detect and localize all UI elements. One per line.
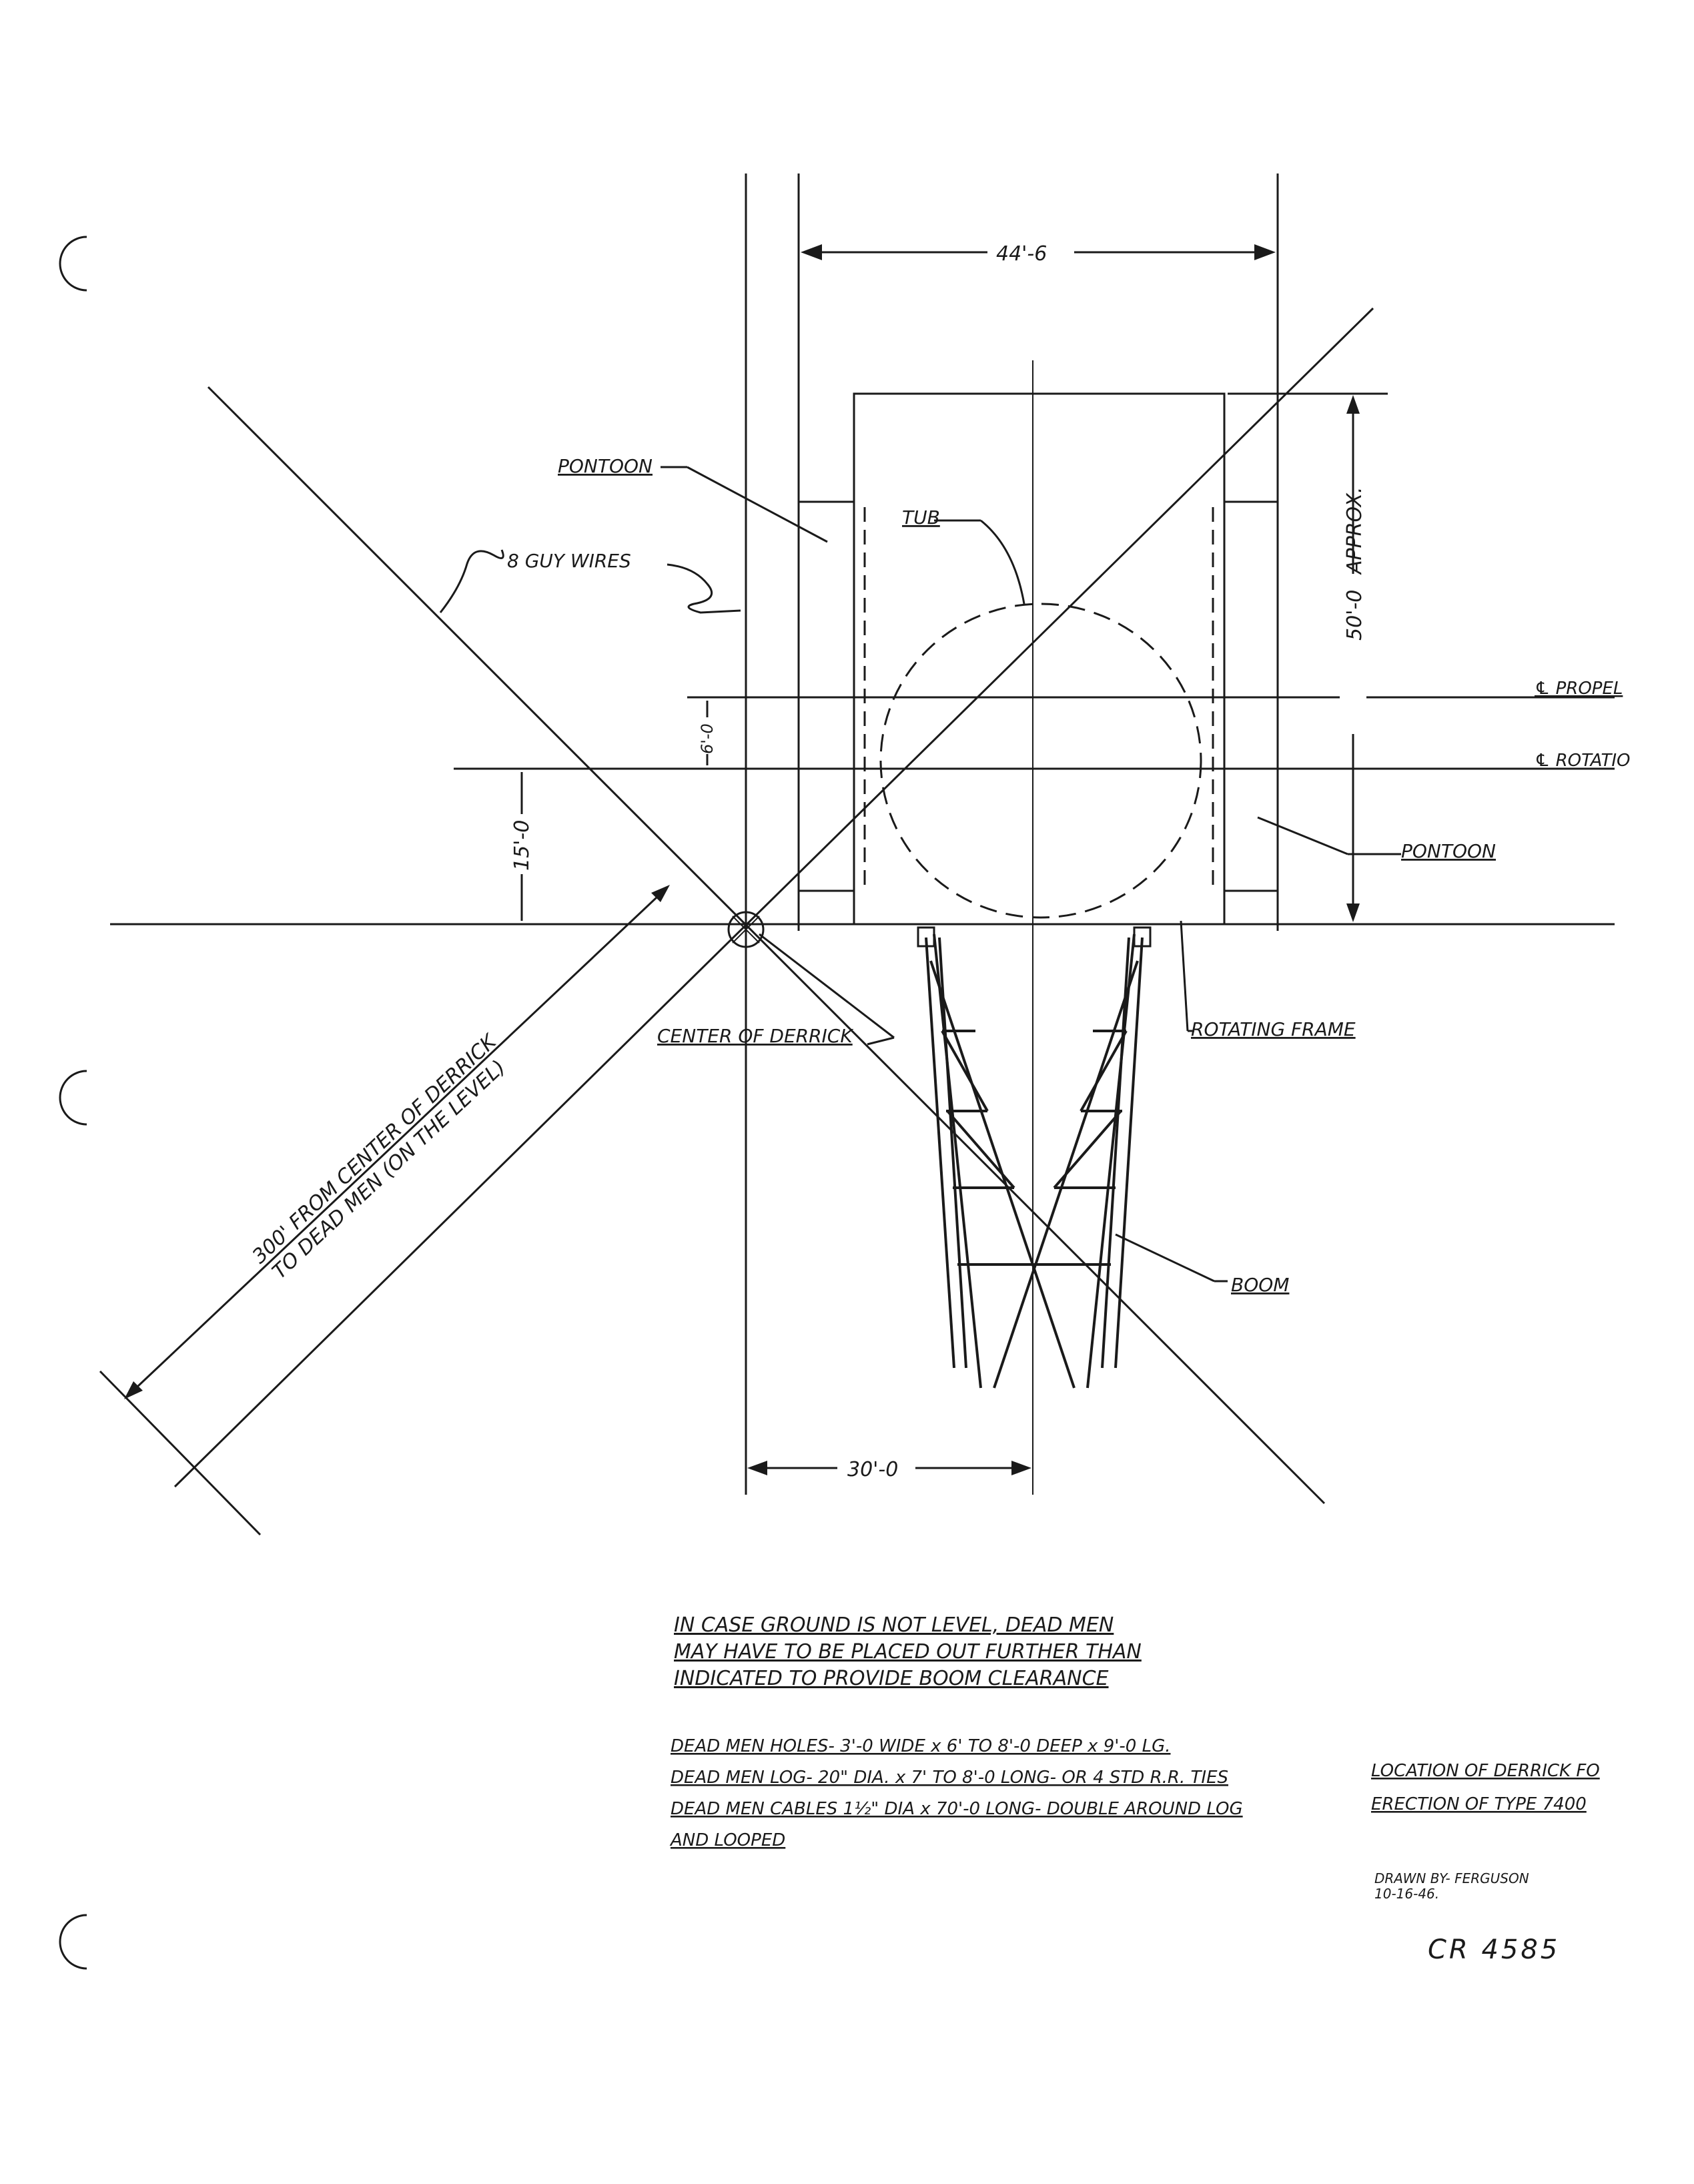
dimension-30-0: 30'-0 <box>747 1458 1031 1481</box>
dim-44-6-label: 44'-6 <box>996 242 1047 266</box>
pontoon-left-label: PONTOON <box>558 455 653 477</box>
guy-wire-squiggles <box>439 549 741 614</box>
tub-label: TUB <box>902 506 940 528</box>
center-of-derrick-marker <box>727 911 765 948</box>
dim-30-0-label: 30'-0 <box>847 1458 898 1481</box>
pontoon-right-label: PONTOON <box>1401 840 1496 862</box>
ground-note-line1: IN CASE GROUND IS NOT LEVEL, DEAD MEN <box>674 1613 1114 1637</box>
ground-note: IN CASE GROUND IS NOT LEVEL, DEAD MEN MA… <box>674 1613 1142 1690</box>
dimension-300 <box>99 885 670 1536</box>
dimension-50-0: 50'-0 APPROX. <box>1340 395 1366 922</box>
guy-wires-label: 8 GUY WIRES <box>507 550 631 572</box>
dimension-6-0: 6'-0 <box>697 701 717 765</box>
diag-note-line1: 300' FROM CENTER OF DERRICK <box>248 1029 502 1268</box>
deadmen-note-line2: DEAD MEN LOG- 20" DIA. x 7' TO 8'-0 LONG… <box>671 1768 1228 1788</box>
propel-label: ℄ PROPEL <box>1535 679 1623 699</box>
ground-note-line3: INDICATED TO PROVIDE BOOM CLEARANCE <box>674 1667 1109 1690</box>
boom-lattice <box>925 934 1144 1389</box>
title-line1: LOCATION OF DERRICK FO <box>1371 1761 1600 1781</box>
title-block: LOCATION OF DERRICK FO ERECTION OF TYPE … <box>1371 1761 1600 1965</box>
drawn-date: 10-16-46. <box>1374 1886 1439 1902</box>
dimension-15-0: 15'-0 <box>508 772 535 921</box>
deadmen-note-line4: AND LOOPED <box>669 1830 785 1850</box>
title-line2: ERECTION OF TYPE 7400 <box>1371 1794 1587 1814</box>
ground-note-line2: MAY HAVE TO BE PLACED OUT FURTHER THAN <box>674 1640 1142 1664</box>
deadmen-note: DEAD MEN HOLES- 3'-0 WIDE x 6' TO 8'-0 D… <box>669 1736 1243 1850</box>
boom-hinge-pins <box>917 926 1152 948</box>
tub-circle <box>879 603 1202 919</box>
center-of-derrick-label: CENTER OF DERRICK <box>657 1025 854 1047</box>
dim-15-0-label: 15'-0 <box>510 820 534 871</box>
deadmen-note-line1: DEAD MEN HOLES- 3'-0 WIDE x 6' TO 8'-0 D… <box>671 1736 1170 1756</box>
approx-label: APPROX. <box>1343 487 1366 575</box>
horizontal-reference-lines <box>110 392 1615 926</box>
vertical-reference-lines <box>745 173 1279 1495</box>
guy-wire-diagonals <box>173 307 1374 1505</box>
rotating-frame-label: ROTATING FRAME <box>1191 1018 1356 1040</box>
rotating-frame-rect <box>853 392 1226 926</box>
binder-holes <box>59 236 87 1970</box>
dim-50-0-label: 50'-0 <box>1343 590 1366 641</box>
boom-label: BOOM <box>1231 1274 1289 1296</box>
leader-lines <box>661 466 1401 1283</box>
drawn-by: DRAWN BY- FERGUSON <box>1374 1870 1529 1886</box>
diag-note-line2: TO DEAD MEN (ON THE LEVEL) <box>268 1056 510 1284</box>
rotation-label: ℄ ROTATIO <box>1535 751 1631 771</box>
deadmen-note-line3: DEAD MEN CABLES 1½" DIA x 70'-0 LONG- DO… <box>671 1799 1243 1819</box>
dimension-44-6: 44'-6 <box>801 242 1276 266</box>
drawing-number: CR 4585 <box>1428 1934 1560 1965</box>
dim-6-0-label: 6'-0 <box>698 723 717 754</box>
